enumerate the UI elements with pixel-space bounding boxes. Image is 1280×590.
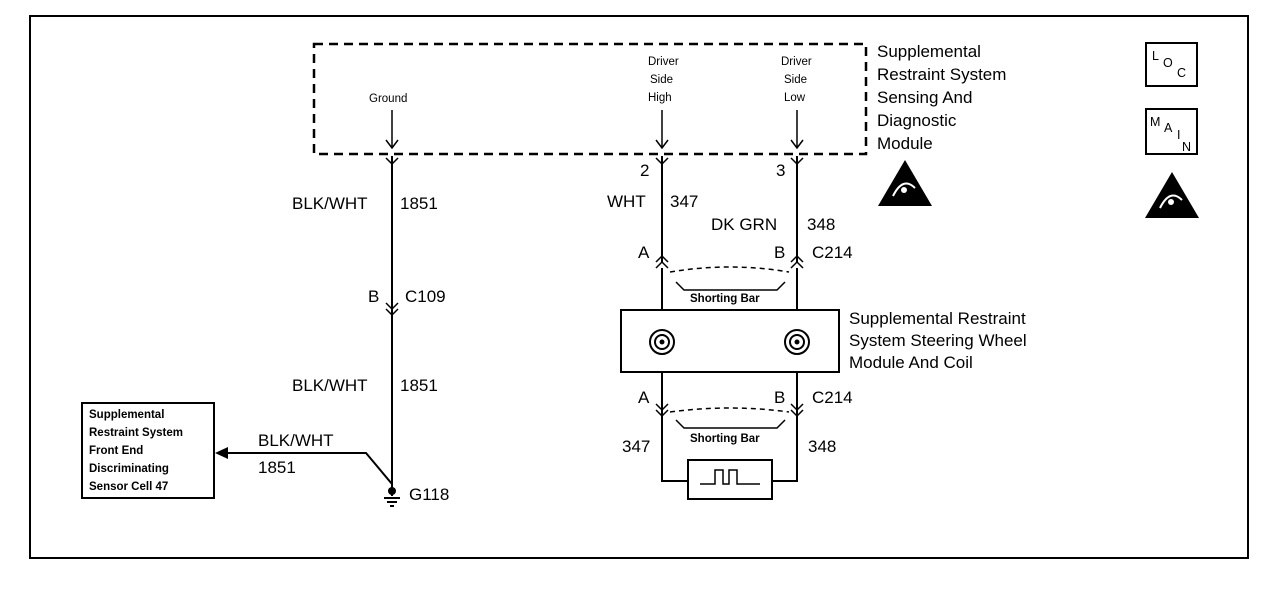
wire-circuit-label: 1851 <box>400 194 438 213</box>
c109-connector-label: C109 <box>405 287 446 306</box>
wire-color-label: WHT <box>607 192 646 211</box>
front-end-sensor-box <box>81 402 215 499</box>
coil-a-icon <box>649 329 675 355</box>
svg-text:Driver: Driver <box>648 56 679 68</box>
svg-text:System Steering Wheel: System Steering Wheel <box>849 331 1027 350</box>
esd-warning-icon <box>878 160 932 206</box>
svg-text:N: N <box>1182 140 1191 154</box>
inflator-module-box <box>687 459 773 500</box>
high-pin-arrow <box>655 110 669 150</box>
svg-text:O: O <box>1163 56 1173 70</box>
c214-pin-b-label: B <box>774 388 785 407</box>
high-pin-number: 2 <box>640 161 649 180</box>
svg-text:Discriminating: Discriminating <box>89 463 169 475</box>
low-pin-number: 3 <box>776 161 785 180</box>
upper-shorting-bar-line <box>669 266 790 273</box>
inflator-squib-icon <box>700 469 760 485</box>
wire-circuit-label: 348 <box>808 437 836 456</box>
wire-circuit-label: 348 <box>807 215 835 234</box>
c109-connector-symbol <box>385 302 399 317</box>
c214-upper-pin-a <box>655 254 669 269</box>
loc-icon[interactable]: L O C <box>1145 42 1198 87</box>
steering-wheel-module-label: Supplemental Restraint System Steering W… <box>849 309 1027 372</box>
c214-upper-pin-b <box>790 254 804 269</box>
c214-lower-pin-a <box>655 403 669 418</box>
svg-text:Front End: Front End <box>89 445 143 457</box>
connector-chevron <box>385 157 399 166</box>
c214-pin-a-label: A <box>638 388 650 407</box>
connector-chevron <box>655 157 669 166</box>
svg-text:Side: Side <box>650 74 673 86</box>
upper-shorting-bar-label: Shorting Bar <box>690 293 760 305</box>
svg-text:Supplemental: Supplemental <box>89 409 164 421</box>
c214-pin-b-label: B <box>774 243 785 262</box>
wire-color-label: BLK/WHT <box>258 431 334 450</box>
c109-pin-label: B <box>368 287 379 306</box>
svg-text:Supplemental: Supplemental <box>877 42 981 61</box>
svg-text:A: A <box>1164 121 1173 135</box>
svg-text:Low: Low <box>784 92 806 104</box>
svg-text:Sensor Cell 47: Sensor Cell 47 <box>89 481 168 493</box>
svg-text:Module And Coil: Module And Coil <box>849 353 973 372</box>
lower-shorting-bar-label: Shorting Bar <box>690 433 760 445</box>
sdm-module-label: Supplemental Restraint System Sensing An… <box>877 42 1006 153</box>
wire-circuit-label: 347 <box>670 192 698 211</box>
wire-color-label: DK GRN <box>711 215 777 234</box>
steering-wheel-module-box <box>620 309 840 373</box>
driver-side-high-pin-label: Driver Side High <box>648 56 679 104</box>
wire-color-label: BLK/WHT <box>292 194 368 213</box>
lower-shorting-bar-line <box>669 407 790 413</box>
svg-text:I: I <box>1177 128 1180 142</box>
ground-pin-label: Ground <box>369 93 407 105</box>
c214-lower-pin-b <box>790 403 804 418</box>
lower-shorting-bar-bracket <box>675 419 786 429</box>
wire-color-label: BLK/WHT <box>292 376 368 395</box>
esd-warning-icon <box>1145 172 1199 218</box>
sensor-wire-arrow <box>215 447 228 459</box>
main-icon[interactable]: M A I N <box>1145 108 1198 155</box>
upper-shorting-bar-bracket <box>675 281 786 291</box>
sdm-module-box <box>312 42 868 156</box>
ground-g118-label: G118 <box>409 485 449 504</box>
svg-text:Diagnostic: Diagnostic <box>877 111 957 130</box>
wire-circuit-label: 347 <box>622 437 650 456</box>
ground-g118-symbol <box>384 487 400 507</box>
low-pin-arrow <box>790 110 804 150</box>
front-end-sensor-label: Supplemental Restraint System Front End … <box>89 409 183 493</box>
svg-text:Supplemental Restraint: Supplemental Restraint <box>849 309 1026 328</box>
svg-text:Side: Side <box>784 74 807 86</box>
svg-text:L: L <box>1152 49 1159 63</box>
wire-circuit-label: 1851 <box>258 458 296 477</box>
svg-text:M: M <box>1150 115 1160 129</box>
c214-connector-label: C214 <box>812 243 853 262</box>
driver-side-low-pin-label: Driver Side Low <box>781 56 812 104</box>
diagram-frame <box>29 15 1249 559</box>
coil-b-icon <box>784 329 810 355</box>
c214-pin-a-label: A <box>638 243 650 262</box>
wire-circuit-label: 1851 <box>400 376 438 395</box>
svg-text:C: C <box>1177 66 1186 80</box>
steering-module-feed-wires <box>661 268 798 310</box>
c214-connector-label: C214 <box>812 388 853 407</box>
svg-text:Driver: Driver <box>781 56 812 68</box>
svg-text:Restraint System: Restraint System <box>877 65 1006 84</box>
connector-chevron <box>790 157 804 166</box>
inflator-wires <box>661 372 798 482</box>
sensor-ground-wire <box>226 452 393 485</box>
svg-text:Module: Module <box>877 134 933 153</box>
ground-pin-arrow <box>385 110 399 150</box>
svg-text:High: High <box>648 92 672 104</box>
svg-text:Restraint System: Restraint System <box>89 427 183 439</box>
svg-text:Sensing And: Sensing And <box>877 88 972 107</box>
